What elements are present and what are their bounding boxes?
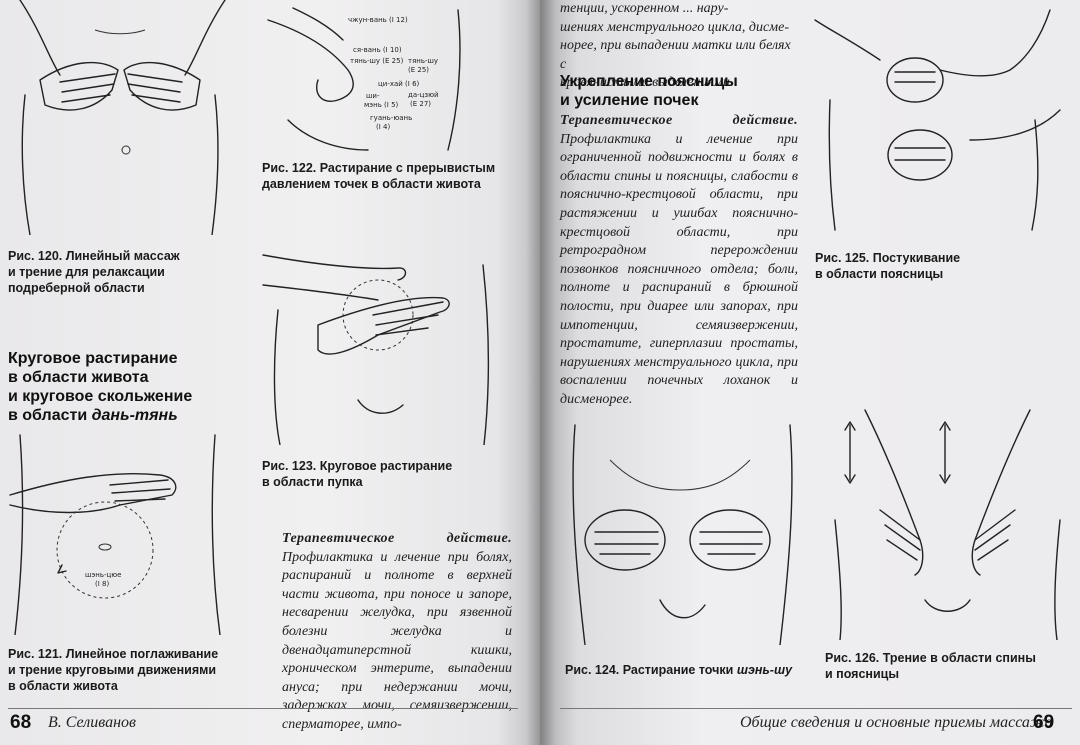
right-running-head: Общие сведения и основные приемы массажа <box>740 714 1053 731</box>
fig121-point-code: (I 8) <box>95 580 109 588</box>
figure-123-illustration <box>258 240 498 445</box>
figure-122-illustration: чжун-вань (I 12) ся-вань (I 10) тянь-шу … <box>258 0 488 158</box>
left-body-lead: Терапевтическое действие. <box>282 531 512 546</box>
right-page-number: 69 <box>1033 712 1055 733</box>
figure-126-illustration <box>825 400 1070 640</box>
left-body-text: Профилактика и лечение при болях, распир… <box>282 549 512 732</box>
figure-125-caption: Рис. 125. Постукивание в области поясниц… <box>815 251 961 281</box>
figure-121-caption: Рис. 121. Линейное поглаживание и трение… <box>8 647 219 693</box>
fig122-label-daju-code: (E 27) <box>410 100 431 108</box>
fig122-label-daju: да-цзюй <box>408 91 439 99</box>
figure-120-caption: Рис. 120. Линейный массаж и трение для р… <box>8 249 180 295</box>
figure-120-illustration <box>0 0 245 235</box>
figure-122-caption: Рис. 122. Растирание с прерывистым давле… <box>262 161 496 191</box>
fig122-label-tianshu-code: (E 25) <box>408 66 429 74</box>
right-section-heading: Укрепление поясницы и усиление почек <box>560 73 738 109</box>
right-top-text: тенции, ускоренном ... нару- шениях менс… <box>560 1 791 91</box>
fig121-point-label: шэнь-цюе <box>85 571 121 579</box>
fig122-label-guanyuan: гуань-юань <box>370 114 412 122</box>
fig122-label-tianshu-right: тянь-шу <box>408 57 438 65</box>
section-heading-circular-rubbing: Круговое растирание в области живота и к… <box>8 330 238 425</box>
right-body-paragraph: Терапевтическое действие. Профилактика и… <box>560 112 798 410</box>
fig122-label-shimen: мэнь (I 5) <box>364 101 399 109</box>
fig122-label-guanyuan-code: (I 4) <box>376 123 390 131</box>
fig122-label-shi: ши- <box>366 92 380 100</box>
figure-124-caption-prefix: Рис. 124. Растирание точки <box>565 663 734 677</box>
book-gutter-shadow <box>526 0 556 745</box>
right-page: тенции, ускоренном ... нару- шениях менс… <box>540 0 1080 745</box>
fig122-label-qihai: ци-хай (I 6) <box>378 80 420 88</box>
right-footer-rule <box>560 708 1072 709</box>
figure-123-caption: Рис. 123. Круговое растирание в области … <box>262 459 453 489</box>
section-heading-text: Круговое растирание в области живота и к… <box>8 350 193 424</box>
left-page: Рис. 120. Линейный массаж и трение для р… <box>0 0 540 745</box>
figure-124-illustration <box>550 420 815 645</box>
fig122-label-zhongwan: чжун-вань (I 12) <box>348 16 408 24</box>
left-running-head: В. Селиванов <box>48 714 136 731</box>
left-body-paragraph: Терапевтическое действие. Профилактика и… <box>282 530 512 735</box>
figure-126-caption: Рис. 126. Трение в области спины и поясн… <box>825 651 1036 681</box>
section-heading-italic-term: дань-тянь <box>91 407 178 424</box>
fig122-label-tianshu-left: тянь-шу (E 25) <box>350 57 404 65</box>
right-body-text: Профилактика и лечение при ограниченной … <box>560 131 798 407</box>
right-body-lead: Терапевтическое действие. <box>560 113 798 128</box>
figure-125-illustration <box>810 0 1070 235</box>
fig122-label-xiawan: ся-вань (I 10) <box>353 46 402 54</box>
figure-124-caption: Рис. 124. Растирание точки шэнь-шу <box>565 662 815 678</box>
left-page-number: 68 <box>10 712 32 733</box>
left-footer-rule <box>8 708 518 709</box>
figure-124-caption-point: шэнь-шу <box>736 663 793 677</box>
figure-121-illustration: шэнь-цюе (I 8) <box>0 425 245 635</box>
